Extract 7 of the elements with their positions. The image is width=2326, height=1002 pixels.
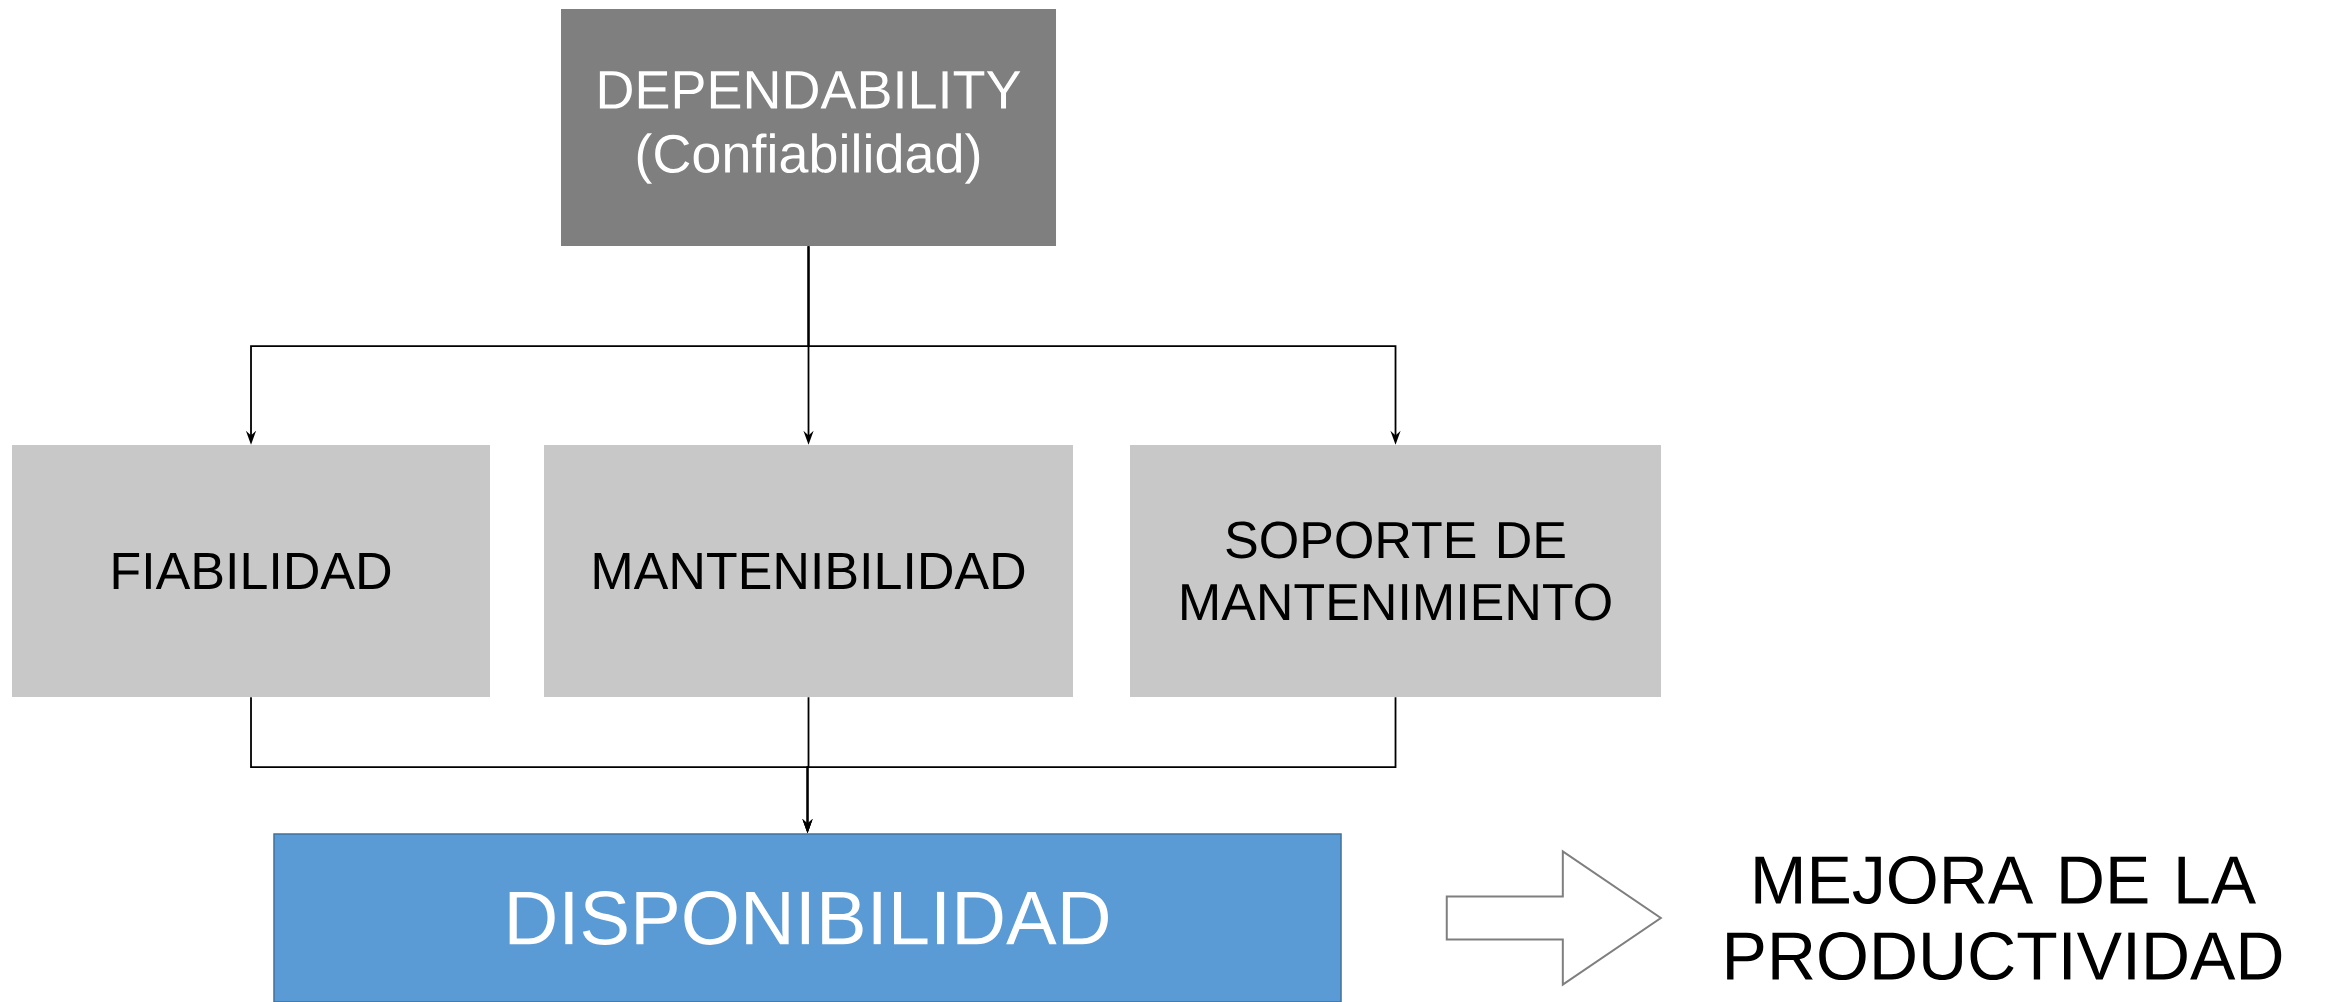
process-box: SOPORTE DE MANTENIMIENTO bbox=[1130, 445, 1661, 697]
block-arrow bbox=[1445, 849, 1663, 987]
process-box: MANTENIBILIDAD bbox=[544, 445, 1073, 697]
outcome-text: MEJORA DE LA PRODUCTIVIDAD bbox=[1727, 855, 2282, 981]
process-box: FIABILIDAD bbox=[12, 445, 490, 697]
top-box: DEPENDABILITY (Confiabilidad) bbox=[561, 9, 1056, 246]
result-box: DISPONIBILIDAD bbox=[273, 833, 1342, 1002]
